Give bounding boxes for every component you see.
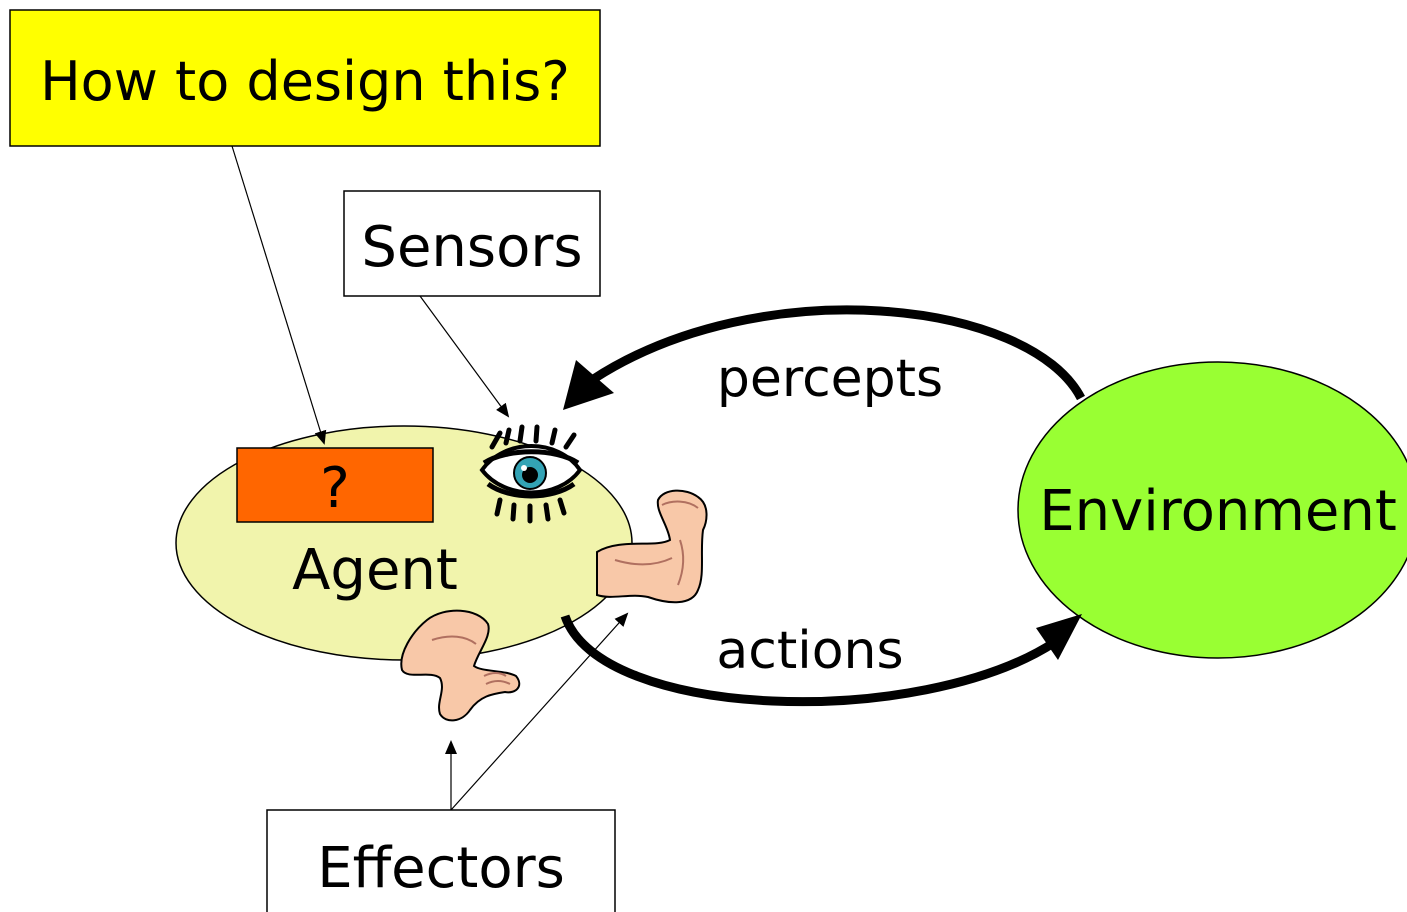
question-box: [9, 9, 601, 147]
percepts-arrowhead: [563, 360, 614, 410]
eye-icon: [479, 424, 583, 524]
actions-label: actions: [716, 621, 903, 681]
percepts-label: percepts: [717, 349, 943, 409]
effectors-pointer-arm: [450, 612, 629, 811]
actions-arrowhead: [1036, 614, 1082, 660]
agent-label: Agent: [292, 538, 458, 603]
agent-inner-box: [236, 447, 434, 523]
foot-icon: [400, 609, 521, 722]
environment-ellipse: [1017, 361, 1407, 659]
sensors-pointer: [419, 295, 510, 418]
effectors-box: [266, 809, 616, 912]
effectors-label: Effectors: [317, 836, 565, 901]
question-text: How to design this?: [40, 50, 570, 113]
agent-inner-text: ?: [320, 456, 350, 521]
actions-arrow: [560, 614, 1058, 707]
environment-label: Environment: [1039, 479, 1397, 544]
sensors-box: [343, 190, 601, 297]
percepts-arrow: [589, 305, 1085, 401]
sensors-label: Sensors: [361, 215, 582, 280]
question-pointer: [231, 145, 327, 445]
flexed-arm-icon: [596, 489, 708, 604]
